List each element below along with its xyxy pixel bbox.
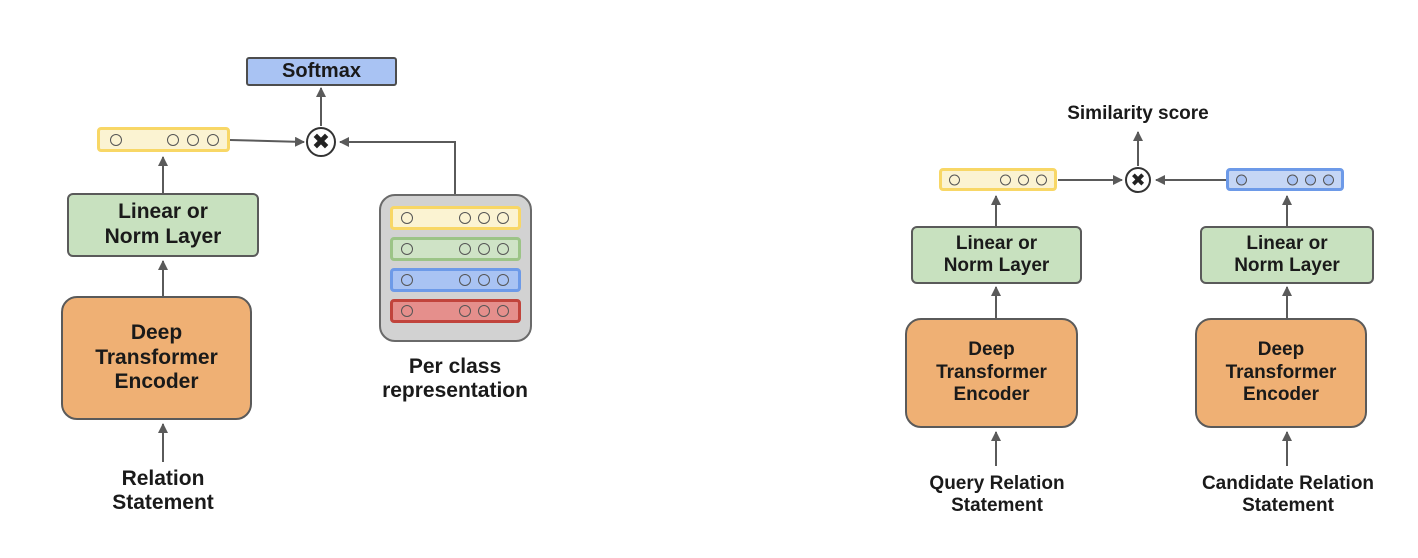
output-vector [97,127,230,152]
vector-dot [459,212,471,224]
input-line2: Statement [1242,494,1334,516]
vector-dot [478,305,490,317]
candidate-norm-layer-box: Linear or Norm Layer [1200,226,1374,284]
vector-dot [459,243,471,255]
norm-label-line1: Linear or [955,232,1038,254]
vector-dot [497,212,509,224]
vector-dot [1018,174,1029,185]
vector-dot [1000,174,1011,185]
vector-dot [401,212,413,224]
encoder-line2: Transformer [95,345,218,369]
class-vector-red [390,299,521,323]
input-line2: Statement [112,491,214,515]
per-class-line2: representation [382,379,528,403]
query-norm-layer-box: Linear or Norm Layer [911,226,1082,284]
input-label: Relation Statement [78,467,248,515]
vector-dot [497,243,509,255]
vector-dot [167,133,179,146]
input-line1: Relation [121,467,205,490]
encoder-line1: Deep [1257,339,1305,361]
vector-dot [459,274,471,286]
arrow-classes-to-multiply [339,137,456,194]
input-line2: Statement [951,494,1043,516]
similarity-score-label: Similarity score [1067,103,1209,124]
encoder-line3: Encoder [114,370,199,394]
vector-dot [110,133,122,146]
vector-dot [478,243,490,255]
softmax-box: Softmax [246,57,397,86]
norm-label-line2: Norm Layer [104,225,222,248]
input-line1: Candidate Relation [1201,473,1375,494]
multiply-icon: ✖ [1125,167,1151,193]
vector-dot [187,133,199,146]
candidate-encoder-box: Deep Transformer Encoder [1195,318,1367,428]
encoder-line1: Deep [968,339,1015,361]
encoder-box: Deep Transformer Encoder [61,296,252,420]
multiply-icon: ✖ [306,127,336,157]
per-class-line1: Per class [408,355,502,378]
vector-dot [459,305,471,317]
vector-dot [1236,174,1247,185]
vector-dot [1036,174,1047,185]
norm-label-line1: Linear or [118,200,208,224]
vector-dot [949,174,960,185]
vector-dot [207,133,219,146]
norm-layer-box: Linear or Norm Layer [67,193,259,257]
vector-dot [1287,174,1298,185]
class-vector-yellow [390,206,521,230]
vector-dot [401,305,413,317]
norm-label-line2: Norm Layer [943,255,1050,276]
encoder-line2: Transformer [1225,361,1337,383]
norm-label-line1: Linear or [1246,232,1328,254]
vector-dot [497,305,509,317]
query-encoder-box: Deep Transformer Encoder [905,318,1078,428]
query-input-label: Query Relation Statement [897,473,1097,517]
vector-dot [401,274,413,286]
class-vector-green [390,237,521,261]
encoder-line3: Encoder [1242,384,1320,406]
input-line1: Query Relation [929,473,1065,494]
vector-dot [401,243,413,255]
vector-dot [1305,174,1316,185]
encoder-line2: Transformer [936,361,1047,383]
arrow-vector-to-multiply [229,136,305,147]
candidate-vector [1226,168,1344,191]
encoder-line1: Deep [130,320,183,344]
vector-dot [1323,174,1334,185]
softmax-label: Softmax [282,59,361,82]
vector-dot [478,212,490,224]
per-class-caption: Per class representation [350,355,560,403]
vector-dot [497,274,509,286]
norm-label-line2: Norm Layer [1234,255,1340,276]
encoder-line3: Encoder [953,384,1030,406]
query-vector [939,168,1057,191]
per-class-box [379,194,532,342]
vector-dot [478,274,490,286]
candidate-input-label: Candidate Relation Statement [1172,473,1404,517]
class-vector-blue [390,268,521,292]
